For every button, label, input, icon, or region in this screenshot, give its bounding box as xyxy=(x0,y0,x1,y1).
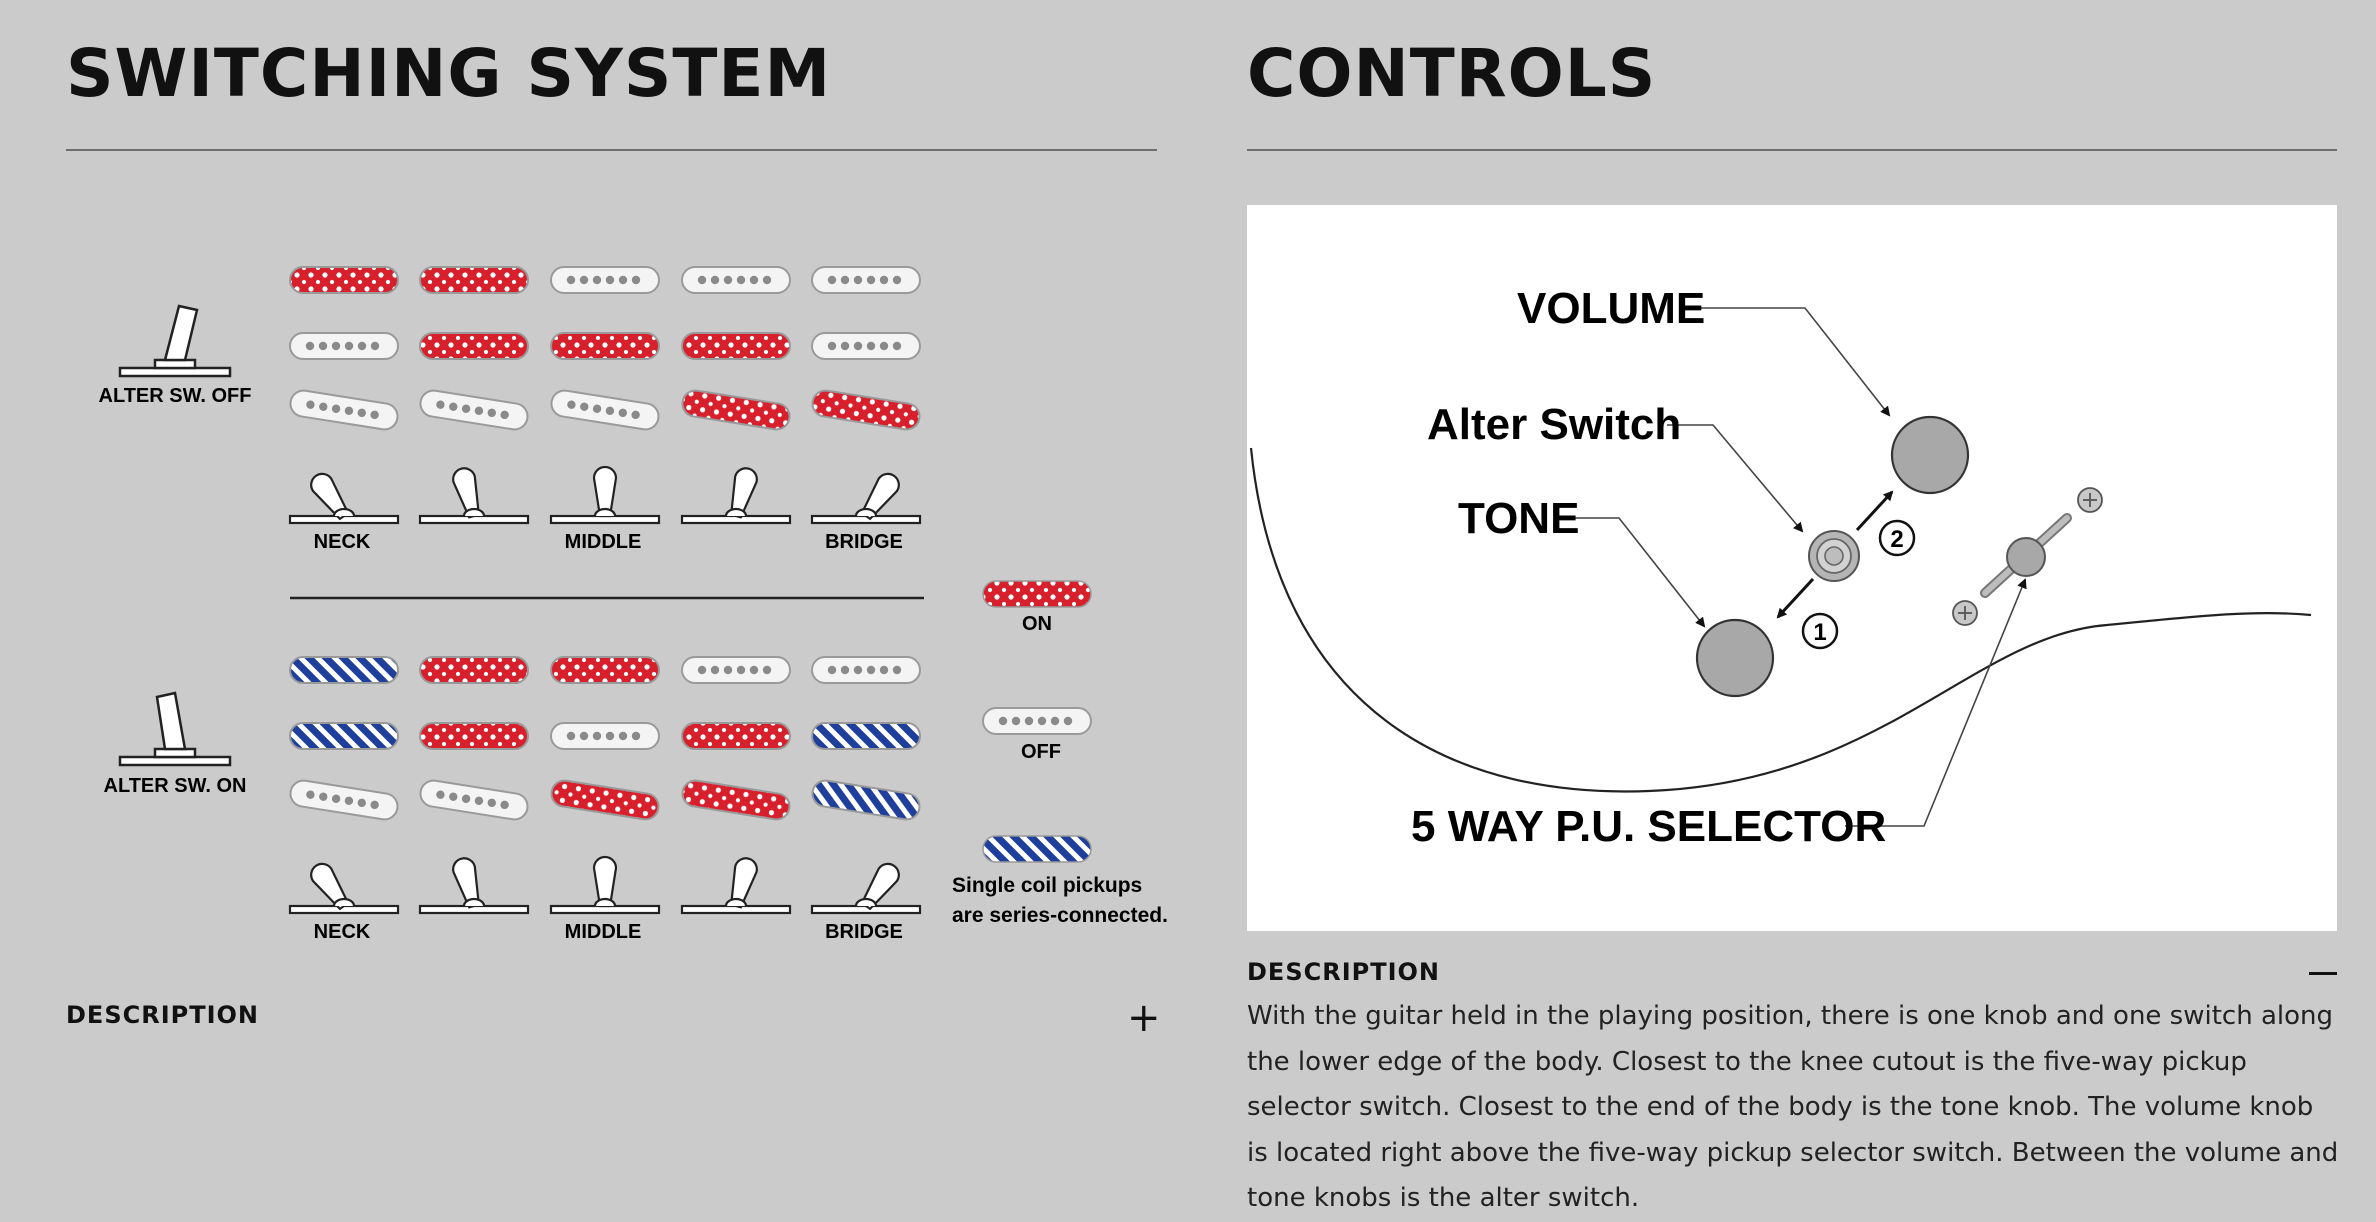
legend-series-swatch xyxy=(982,835,1092,863)
controls-title-divider xyxy=(1247,149,2337,151)
legend: ON OFF Single coil pickups are series-co… xyxy=(952,580,1168,927)
pickup-off xyxy=(289,332,399,360)
pickup-on xyxy=(419,332,529,360)
position-label: NECK xyxy=(314,531,371,553)
pickup-off xyxy=(681,656,791,684)
selector-switch-icon xyxy=(288,472,400,525)
pickup-off xyxy=(419,389,529,431)
position-labels-on: NECK MIDDLE BRIDGE xyxy=(314,921,903,943)
selector-label: 5 WAY P.U. SELECTOR xyxy=(1411,802,1886,851)
legend-on-swatch xyxy=(982,580,1092,608)
selector-switch-icon xyxy=(288,862,400,915)
alter-switch-label: Alter Switch xyxy=(1427,400,1681,449)
guitar-body-outline xyxy=(1249,447,2312,793)
legend-off-swatch xyxy=(982,707,1092,735)
step-2-number: 2 xyxy=(1890,526,1903,553)
legend-series-line2: are series-connected. xyxy=(952,904,1168,927)
pickup-on xyxy=(550,332,660,360)
tone-leader-line xyxy=(1575,517,1706,628)
controls-description-header[interactable]: DESCRIPTION xyxy=(1247,958,1441,986)
pickup-series xyxy=(811,722,921,750)
selector-switch-icon xyxy=(418,857,530,915)
pickup-on xyxy=(419,722,529,750)
collapse-minus-icon[interactable] xyxy=(2309,972,2337,975)
controls-description-text: With the guitar held in the playing posi… xyxy=(1247,1001,2339,1213)
pickup-off xyxy=(550,722,660,750)
pickup-on xyxy=(681,389,791,431)
pickup-off xyxy=(550,389,660,431)
switching-description-header[interactable]: DESCRIPTION xyxy=(66,1001,260,1029)
controls-title: CONTROLS xyxy=(1247,35,1657,112)
selector-switch-icon xyxy=(810,472,922,525)
switching-system-diagram: ALTER SW. OFF ALTER SW. ON NECK MIDDLE B… xyxy=(99,266,1168,943)
pickup-off xyxy=(289,389,399,431)
selector-switches xyxy=(288,465,922,915)
legend-series-line1: Single coil pickups xyxy=(952,874,1142,897)
switching-system-title: SWITCHING SYSTEM xyxy=(66,35,832,112)
pickup-on xyxy=(550,656,660,684)
controls-diagram: 2 1 VOLUME Alter Switch TONE 5 WAY P.U. … xyxy=(1247,205,2337,931)
pickup-on xyxy=(289,266,399,294)
alter-switch-on-icon xyxy=(118,691,232,767)
pickup-off xyxy=(289,779,399,821)
pickup-off xyxy=(550,266,660,294)
selector-switch-icon xyxy=(418,467,530,525)
pickup-series xyxy=(811,779,921,821)
expand-plus-icon[interactable]: + xyxy=(1127,995,1161,1041)
position-labels-off: NECK MIDDLE BRIDGE xyxy=(314,531,903,553)
volume-leader-line xyxy=(1689,307,1891,417)
alter-leader-line xyxy=(1667,424,1804,533)
step-1-badge xyxy=(1801,612,1839,650)
pickup-on xyxy=(811,389,921,431)
volume-label: VOLUME xyxy=(1517,284,1705,333)
position-label: NECK xyxy=(314,921,371,943)
pickup-off xyxy=(811,266,921,294)
step-2-badge xyxy=(1878,519,1916,557)
position-label: BRIDGE xyxy=(825,921,903,943)
position-label: MIDDLE xyxy=(565,531,642,553)
volume-knob-icon xyxy=(1890,415,1970,495)
selector-switch-icon xyxy=(810,862,922,915)
pickup-off xyxy=(811,656,921,684)
pickup-on xyxy=(681,332,791,360)
pickup-on xyxy=(419,266,529,294)
alter-switch-off-icon xyxy=(118,304,232,378)
selector-leader-line xyxy=(1845,578,2027,827)
legend-off-label: OFF xyxy=(1021,741,1061,763)
selector-switch-icon xyxy=(549,465,661,525)
tone-label: TONE xyxy=(1458,494,1579,543)
pickup-on xyxy=(550,779,660,821)
pickup-grid xyxy=(289,266,921,821)
alter-switch-icon xyxy=(1808,530,1860,582)
pickup-on xyxy=(681,722,791,750)
selector-switch-icon xyxy=(680,467,792,525)
step-1-number: 1 xyxy=(1813,619,1826,646)
legend-on-label: ON xyxy=(1022,613,1052,635)
push-arrow-icon xyxy=(1776,577,1815,619)
pickup-off xyxy=(419,779,529,821)
pickup-on xyxy=(681,779,791,821)
pickup-off xyxy=(681,266,791,294)
selector-switch-icon xyxy=(549,855,661,915)
alter-off-label: ALTER SW. OFF xyxy=(99,385,252,407)
pickup-off xyxy=(811,332,921,360)
pickup-on xyxy=(419,656,529,684)
pickup-series xyxy=(289,656,399,684)
alter-on-label: ALTER SW. ON xyxy=(104,775,247,797)
pull-arrow-icon xyxy=(1855,490,1894,532)
tone-knob-icon xyxy=(1695,618,1775,698)
position-label: BRIDGE xyxy=(825,531,903,553)
controls-illustration: 2 1 VOLUME Alter Switch TONE 5 WAY P.U. … xyxy=(1249,284,2312,851)
pickup-series xyxy=(289,722,399,750)
pickup-selector-icon xyxy=(1952,487,2103,626)
switching-title-divider xyxy=(66,149,1157,151)
position-label: MIDDLE xyxy=(565,921,642,943)
selector-switch-icon xyxy=(680,857,792,915)
